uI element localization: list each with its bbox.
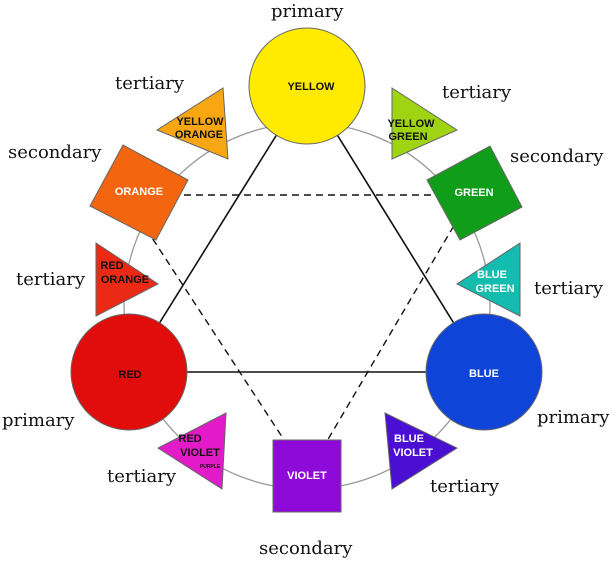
yellow-circle (248, 27, 366, 145)
violet-label: VIOLET (287, 470, 327, 482)
red-violet-swatch: RED VIOLET PURPLE (156, 412, 227, 490)
orange-label: ORANGE (115, 186, 163, 198)
green-square (426, 145, 523, 241)
red-violet-label-line2: VIOLET (180, 447, 220, 459)
yellow-orange-label-line1: YELLOW (176, 116, 224, 128)
blue-violet-label-line1: BLUE (394, 433, 424, 445)
red-swatch: RED (70, 313, 188, 431)
yellow-green-triangle (391, 87, 459, 160)
yellow-green-swatch: YELLOW GREEN (387, 87, 459, 160)
red-violet-triangle (156, 412, 227, 490)
red-circle (70, 313, 188, 431)
blue-violet-label-line2: VIOLET (393, 447, 433, 459)
red-orange-triangle (95, 242, 159, 317)
red-role-label: primary (2, 410, 75, 431)
blue-role-label: primary (537, 407, 610, 428)
yellow-swatch: YELLOW (248, 27, 366, 145)
blue-green-role-label: tertiary (534, 278, 604, 299)
red-label: RED (118, 369, 141, 381)
yellow-orange-role-label: tertiary (115, 73, 185, 94)
blue-violet-swatch: BLUE VIOLET (384, 412, 459, 490)
blue-violet-triangle (384, 412, 459, 490)
yellow-orange-triangle (155, 87, 229, 160)
yellow-green-label-line2: GREEN (388, 131, 427, 143)
red-orange-role-label: tertiary (16, 269, 86, 290)
blue-violet-role-label: tertiary (430, 476, 500, 497)
violet-square (272, 439, 342, 513)
red-violet-small-label: PURPLE (200, 464, 221, 470)
yellow-green-label-line1: YELLOW (387, 118, 435, 130)
green-label: GREEN (454, 187, 493, 199)
yellow-role-label: primary (271, 1, 344, 22)
blue-label: BLUE (469, 368, 499, 380)
violet-swatch: VIOLET (272, 439, 342, 513)
yellow-green-role-label: tertiary (442, 82, 512, 103)
red-orange-label-line2: ORANGE (101, 274, 149, 286)
red-orange-label-line1: RED (100, 260, 123, 272)
yellow-orange-label-line2: ORANGE (175, 129, 223, 141)
red-violet-label-line1: RED (178, 433, 201, 445)
red-orange-swatch: RED ORANGE (95, 242, 159, 317)
orange-swatch: ORANGE (89, 144, 189, 241)
blue-swatch: BLUE (425, 313, 543, 431)
blue-green-swatch: BLUE GREEN (456, 242, 521, 317)
primary-triangle (127, 84, 486, 373)
blue-circle (425, 313, 543, 431)
blue-green-label-line1: BLUE (477, 269, 507, 281)
orange-square (89, 144, 189, 241)
blue-green-label-line2: GREEN (475, 283, 514, 295)
blue-green-triangle (456, 242, 521, 317)
orange-role-label: secondary (8, 142, 102, 163)
yellow-orange-swatch: YELLOW ORANGE (155, 87, 229, 160)
yellow-label: YELLOW (287, 81, 335, 93)
secondary-triangle (122, 194, 474, 477)
red-violet-role-label: tertiary (107, 466, 177, 487)
violet-role-label: secondary (259, 538, 353, 559)
green-role-label: secondary (510, 146, 604, 167)
green-swatch: GREEN (426, 145, 523, 241)
